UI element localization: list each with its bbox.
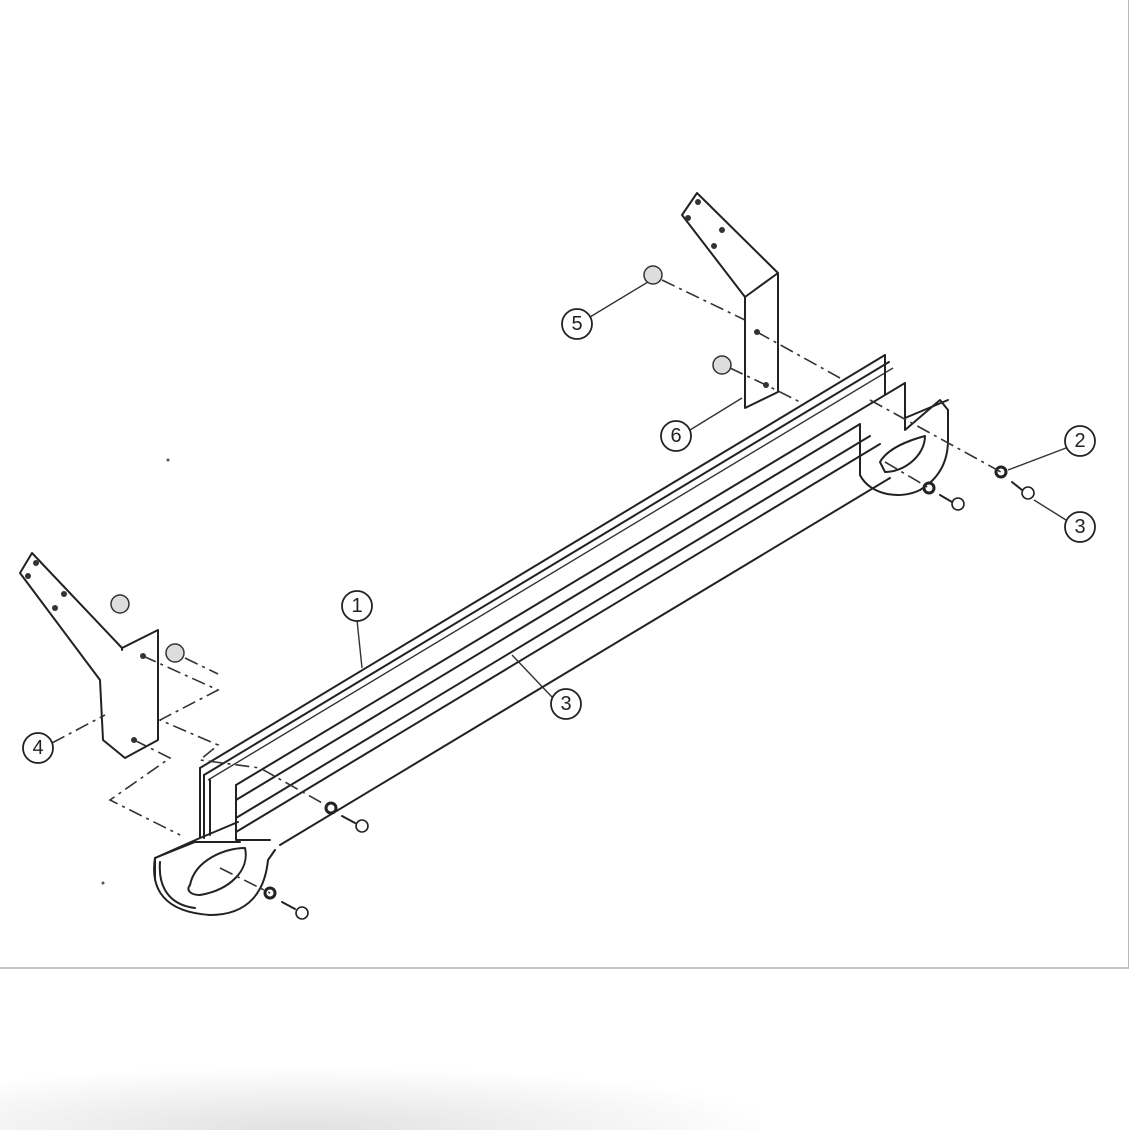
diagram-frame [0, 0, 1129, 969]
callout-6: 6 [660, 397, 743, 452]
svg-text:5: 5 [571, 313, 582, 335]
callout-3-right: 3 [1033, 499, 1096, 543]
callout-2: 2 [1007, 425, 1096, 471]
right-bracket [681, 192, 779, 409]
left-bracket [19, 552, 159, 759]
assembly-guides [108, 279, 1002, 894]
nut-icon [712, 355, 732, 375]
nut-icon [165, 643, 185, 663]
callout-1: 1 [341, 590, 373, 669]
bar-assembly [153, 354, 949, 916]
speck [166, 458, 170, 462]
callout-3-bar: 3 [511, 654, 582, 720]
callout-4: 4 [22, 714, 106, 764]
callout-5: 5 [561, 281, 649, 340]
bottom-shadow [0, 1070, 760, 1130]
speck [101, 881, 105, 885]
nut-icons [110, 265, 732, 663]
fasteners [263, 465, 1035, 920]
svg-text:3: 3 [560, 693, 571, 715]
nut-icon [643, 265, 663, 285]
svg-text:3: 3 [1074, 516, 1085, 538]
svg-text:1: 1 [351, 595, 362, 617]
svg-text:4: 4 [32, 737, 43, 759]
svg-text:2: 2 [1074, 430, 1085, 452]
nut-icon [110, 594, 130, 614]
svg-text:6: 6 [670, 425, 681, 447]
